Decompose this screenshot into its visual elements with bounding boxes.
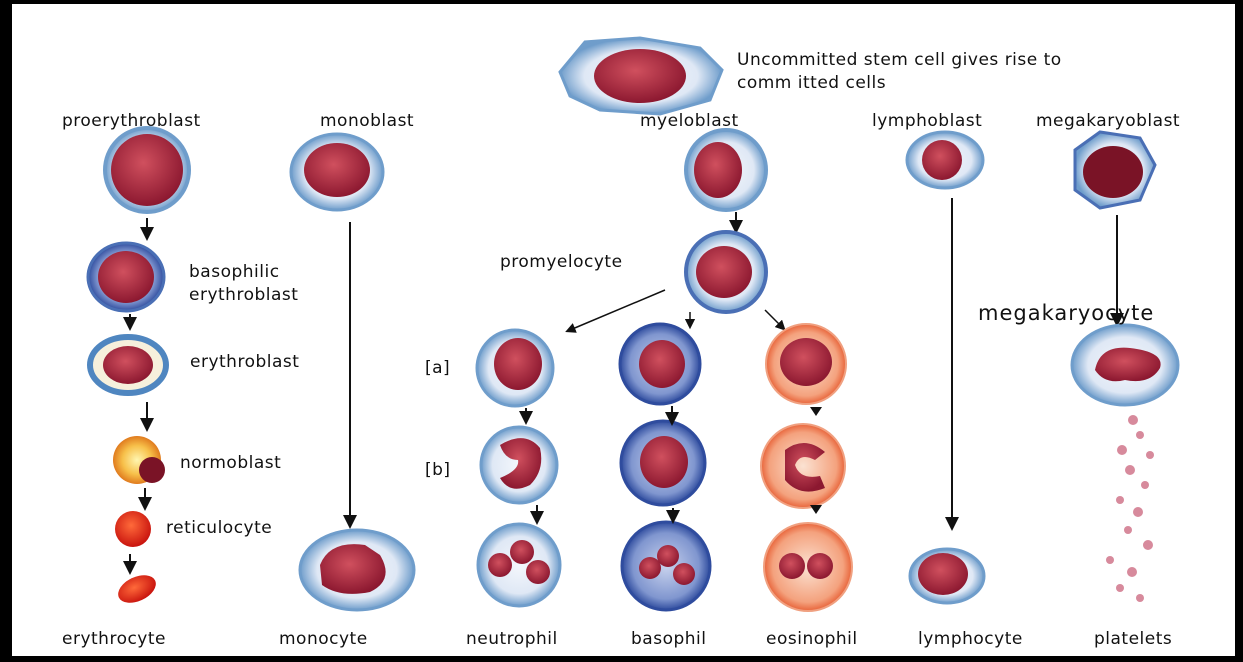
stage-b-label: [b] xyxy=(425,462,451,479)
basophil-cell xyxy=(622,522,710,610)
basophil-a-cell xyxy=(620,324,700,404)
proerythroblast-label: proerythroblast xyxy=(62,113,201,130)
neutrophil-cell xyxy=(478,524,560,606)
platelets-fragments xyxy=(1106,415,1154,602)
monoblast-cell xyxy=(291,134,383,210)
eosinophil-cell xyxy=(764,523,852,611)
megakaryoblast-label: megakaryoblast xyxy=(1036,113,1180,130)
basophilic-label-2: erythroblast xyxy=(189,287,298,304)
promyelocyte-cell xyxy=(686,232,766,312)
eosinophil-a-cell xyxy=(766,324,846,404)
basophil-b-cell xyxy=(621,421,705,505)
erythrocyte-label: erythrocyte xyxy=(62,631,166,648)
megakaryocyte-cell xyxy=(1072,325,1178,405)
basophilic-label-1: basophilic xyxy=(189,264,280,281)
neutrophil-a-cell xyxy=(477,330,553,406)
megakaryoblast-cell xyxy=(1075,132,1155,208)
stem-text-line2: comm itted cells xyxy=(737,75,886,92)
normoblast-cell xyxy=(113,436,165,484)
stem-cell xyxy=(560,38,722,114)
eosinophil-b-cell xyxy=(761,424,845,508)
basophilic-erythroblast-cell xyxy=(88,243,164,311)
reticulocyte-cell xyxy=(115,511,151,547)
monoblast-label: monoblast xyxy=(320,113,414,130)
stage-a-label: [a] xyxy=(425,360,450,377)
normoblast-label: normoblast xyxy=(180,455,281,472)
monocyte-cell xyxy=(300,530,414,610)
erythrocyte-cell xyxy=(114,570,160,609)
neutrophil-b-cell xyxy=(481,427,557,503)
myeloblast-label: myeloblast xyxy=(640,113,739,130)
lymphocyte-label: lymphocyte xyxy=(918,631,1023,648)
myeloblast-cell xyxy=(686,130,766,210)
reticulocyte-label: reticulocyte xyxy=(166,520,272,537)
lymphoblast-cell xyxy=(907,132,983,188)
erythroblast-label: erythroblast xyxy=(190,354,299,371)
lymphoblast-label: lymphoblast xyxy=(872,113,982,130)
platelets-label: platelets xyxy=(1094,631,1172,648)
lymphocyte-cell xyxy=(910,549,984,603)
promyelocyte-label: promyelocyte xyxy=(500,254,623,271)
monocyte-label: monocyte xyxy=(279,631,368,648)
stem-text-line1: Uncommitted stem cell gives rise to xyxy=(737,52,1062,69)
megakaryocyte-label: megakaryocyte xyxy=(978,303,1154,324)
proerythroblast-cell xyxy=(105,128,189,212)
erythroblast-cell xyxy=(90,337,166,393)
basophil-label: basophil xyxy=(631,631,706,648)
eosinophil-label: eosinophil xyxy=(766,631,858,648)
neutrophil-label: neutrophil xyxy=(466,631,558,648)
